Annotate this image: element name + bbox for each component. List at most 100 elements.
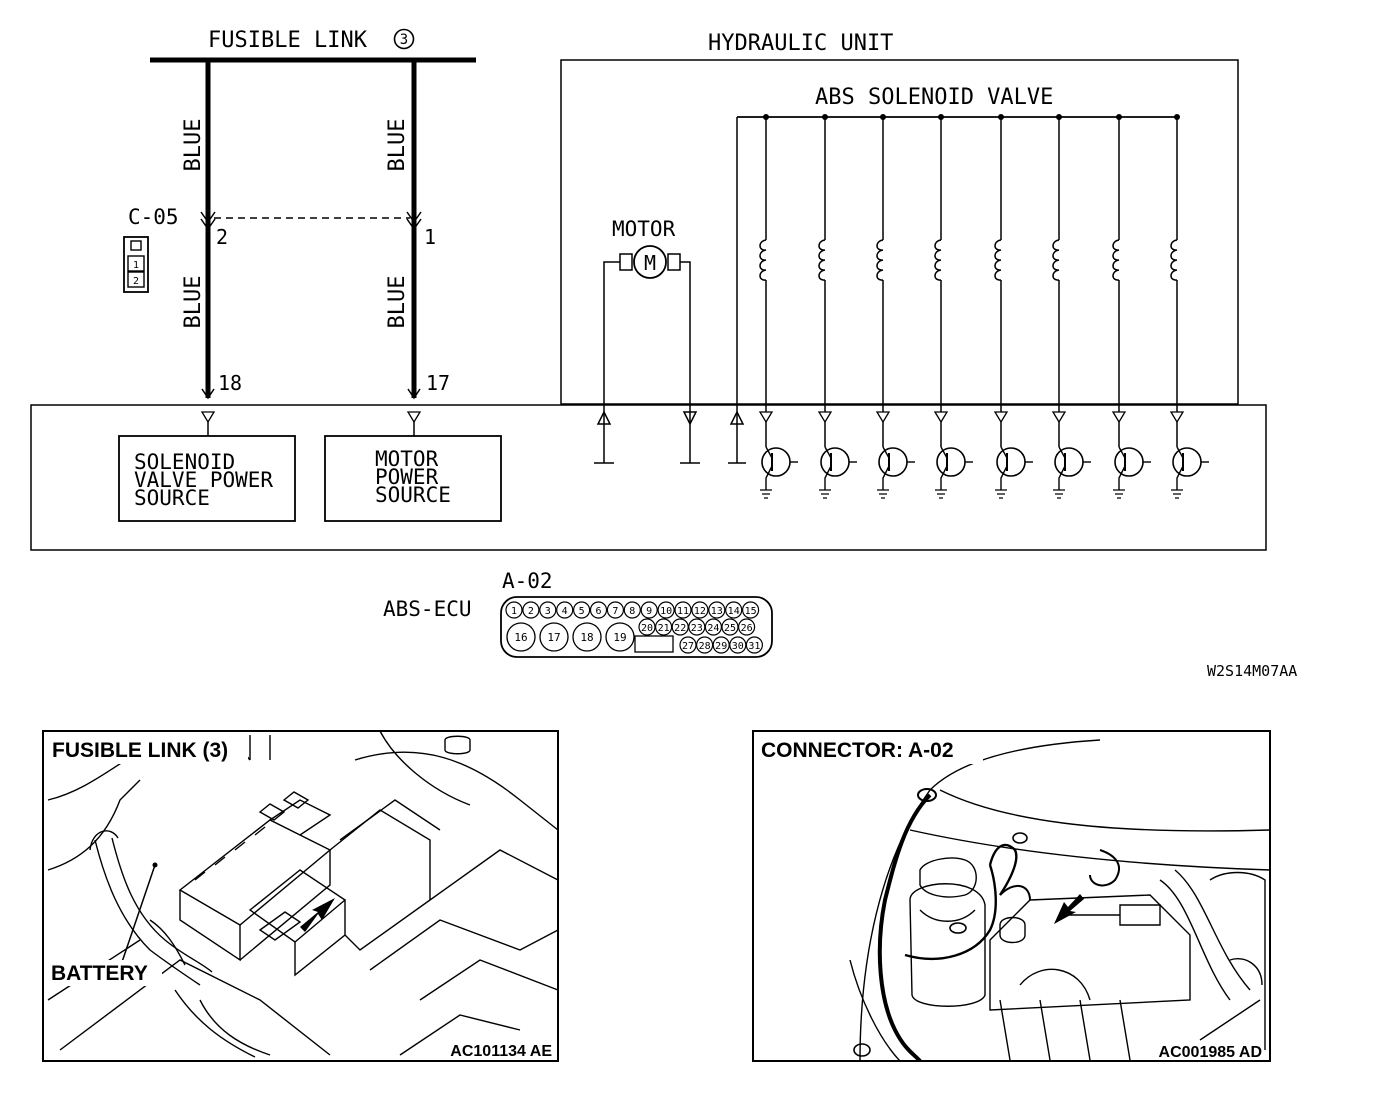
connector-pin-number: 19 [613, 631, 626, 644]
harness-branch [988, 843, 1018, 896]
transistor-collector [1000, 446, 1008, 459]
engine-bay-illustration [47, 730, 559, 1058]
ground-symbol [935, 489, 947, 499]
ground-symbol [819, 489, 831, 499]
connector-pin [589, 601, 608, 619]
connector-pin [522, 601, 540, 619]
pin-arrow [993, 411, 1009, 424]
pin-arrow [1169, 411, 1185, 424]
connector-pin-number: 31 [748, 641, 760, 652]
connector-pin-number: 1 [511, 606, 517, 617]
connector-pin [539, 622, 569, 652]
harness-main [877, 793, 932, 1063]
pin-arrow [201, 388, 215, 400]
solenoid-valve-power-source-box [118, 435, 296, 522]
connector-pin-number: 8 [629, 606, 635, 617]
connector-pin-number: 11 [677, 606, 689, 617]
connector-pin [691, 601, 709, 619]
connector-pin [745, 636, 764, 654]
driver-transistor [1172, 447, 1202, 477]
motor-box-line: POWER [375, 465, 439, 489]
transistor-emitter [1118, 465, 1126, 490]
connector-pin [708, 601, 726, 619]
solenoid-box-line: SOURCE [134, 486, 210, 510]
c05-pin-right: 1 [424, 225, 436, 249]
connector-pin-number: 3 [545, 606, 551, 617]
transistor-collector [1176, 446, 1184, 459]
connector-pin-number: 22 [674, 623, 686, 634]
photo-left-code: AC101134 AE [450, 1043, 552, 1060]
connector-c05-mark-left [200, 211, 216, 231]
connector-pin-number: 24 [707, 623, 719, 634]
transistor-emitter [765, 465, 773, 490]
connector-pin-number: 28 [699, 641, 711, 652]
pin-arrow [407, 388, 421, 400]
connector-pin-number: 29 [715, 641, 727, 652]
location-arrow-icon [300, 898, 335, 932]
pin-arrow [1051, 411, 1067, 424]
connector-pin [674, 601, 692, 619]
clip [1012, 832, 1028, 844]
battery-label: BATTERY [51, 962, 148, 985]
photo-right-title: CONNECTOR: A-02 [761, 739, 954, 762]
clip [853, 1043, 871, 1057]
connector-pin [654, 618, 673, 636]
connector-pin-number: 4 [562, 606, 568, 617]
connector-pin [729, 636, 747, 654]
connector-a02-label: A-02 [502, 569, 553, 593]
transistor-collector [940, 446, 948, 459]
transistor-emitter [882, 465, 890, 490]
motor-label: MOTOR [612, 217, 676, 241]
solenoid-coil [1112, 239, 1120, 281]
solenoid-coil [876, 239, 884, 281]
connector-pin-number: 16 [514, 631, 527, 644]
connector-pin [657, 601, 675, 619]
solenoid-box-line: SOLENOID [134, 450, 235, 474]
fusible-link-number: 3 [400, 32, 408, 48]
abs-ecu-box [30, 404, 1267, 551]
connector-pin-number: 13 [711, 606, 723, 617]
connector-pin-number: 27 [682, 641, 694, 652]
c05-icon-pin-1: 1 [133, 260, 139, 271]
solenoid-coil [934, 239, 942, 281]
connector-pin-number: 5 [579, 606, 585, 617]
pin-arrow [406, 411, 422, 424]
motor-box-line: SOURCE [375, 483, 451, 507]
photo-connector-a02: CONNECTOR: A-02 AC001985 AD [752, 730, 1271, 1063]
driver-transistor [1054, 447, 1084, 477]
connector-pin-number: 12 [694, 606, 706, 617]
leader-dot [152, 862, 158, 868]
clip [949, 922, 967, 934]
connector-pin-number: 21 [658, 623, 670, 634]
connector-pin-number: 15 [745, 606, 757, 617]
connector-c05-mark-right [406, 211, 422, 231]
solenoid-array [758, 114, 1209, 499]
connector-pin-number: 20 [641, 623, 653, 634]
connector-pin [572, 601, 591, 619]
pin-arrow [758, 411, 774, 424]
pin-arrow [875, 411, 891, 424]
connector-pin [505, 601, 523, 619]
connector-pin-number: 9 [646, 606, 652, 617]
pin-arrow [682, 411, 698, 426]
connector-pin [605, 622, 635, 652]
ecu-pin-18: 18 [218, 371, 242, 395]
connector-pin [725, 601, 743, 619]
pin-arrow [817, 411, 833, 424]
connector-pin-number: 7 [612, 606, 618, 617]
connector-pin [572, 622, 602, 652]
motor-box-line: MOTOR [375, 447, 439, 471]
pin-arrow [200, 411, 216, 424]
transistor-emitter [940, 465, 948, 490]
fusible-link-number-circle [393, 28, 415, 50]
connector-pin-number: 18 [580, 631, 593, 644]
connector-pin-number: 25 [724, 623, 736, 634]
driver-transistor [878, 447, 908, 477]
connector-pin-number: 6 [595, 606, 601, 617]
ground-symbol [995, 489, 1007, 499]
c05-icon-pin-2: 2 [133, 276, 139, 287]
harness-branch [1089, 849, 1120, 887]
ground-symbol [760, 489, 772, 499]
ground-symbol [1113, 489, 1125, 499]
